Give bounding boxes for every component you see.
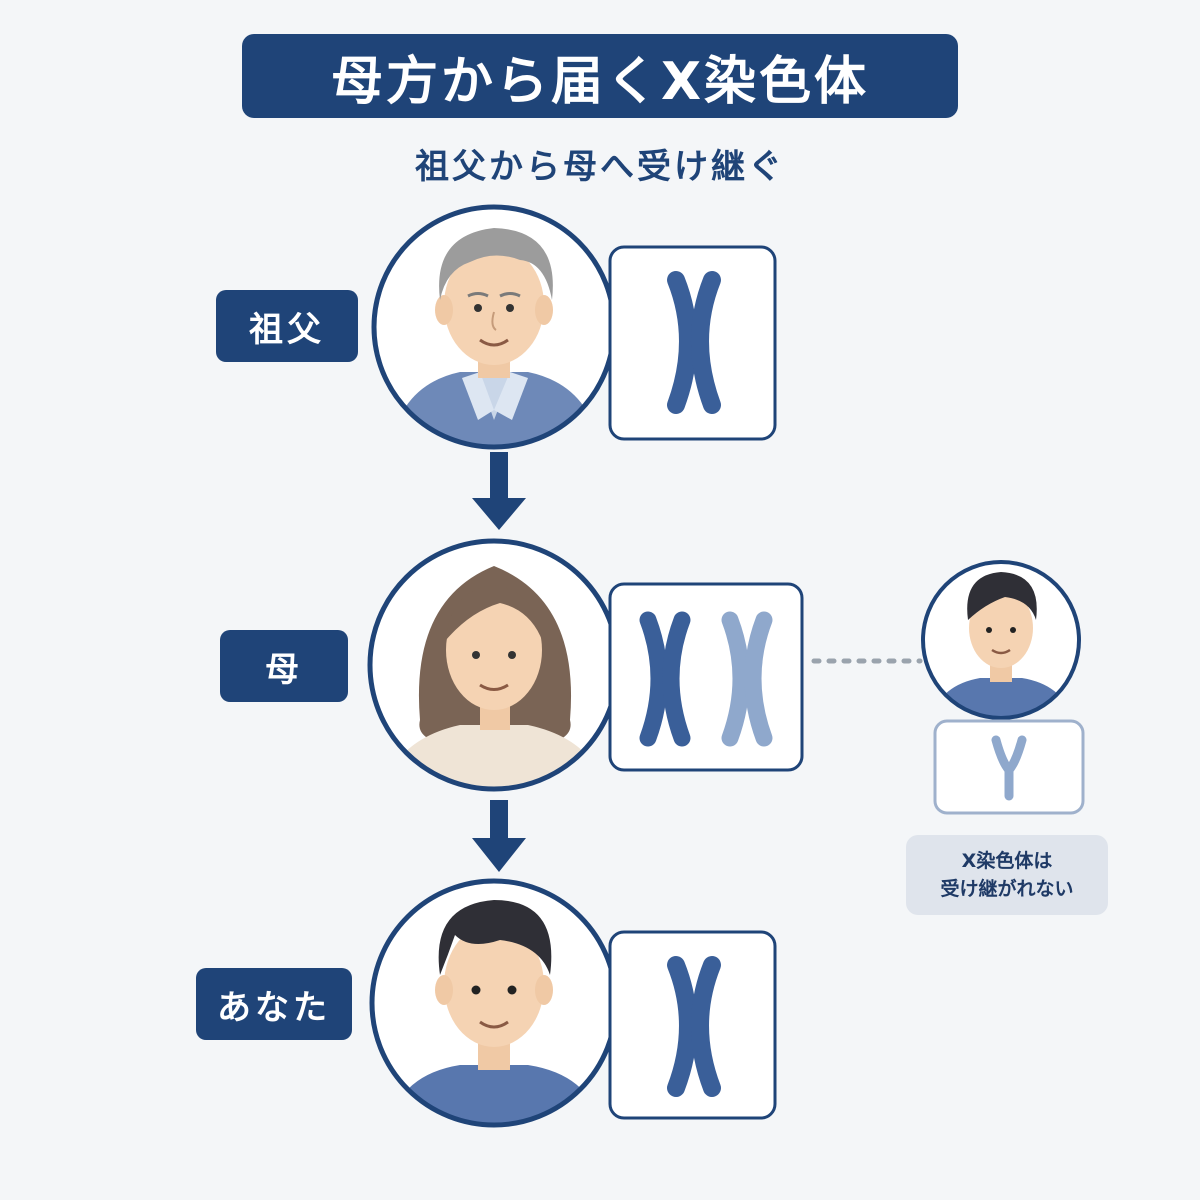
x-chromosome-you (667, 956, 721, 1097)
father-portrait (921, 560, 1081, 720)
label-mother: 母 (220, 630, 348, 702)
page-title: 母方から届くX染色体 (242, 34, 958, 118)
chromosome-box-mother (608, 582, 804, 772)
note-x-not-inherited: X染色体は 受け継がれない (906, 835, 1108, 915)
x-chromosome-grandfather (667, 271, 721, 414)
you-portrait (369, 878, 619, 1128)
label-grandfather: 祖父 (216, 290, 358, 362)
y-chromosome-father (991, 735, 1027, 801)
note-line-2: 受け継がれない (940, 878, 1074, 900)
mother-portrait (367, 538, 621, 792)
arrow-down-icon (472, 452, 526, 530)
x-chromosome-mother-2 (721, 611, 773, 747)
grandfather-portrait (371, 204, 617, 450)
arrow-down-icon (472, 800, 526, 872)
note-line-1: X染色体は (961, 850, 1053, 872)
page-subtitle: 祖父から母へ受け継ぐ (415, 146, 785, 187)
x-chromosome-mother-1 (639, 611, 691, 747)
label-you: あなた (196, 968, 352, 1040)
